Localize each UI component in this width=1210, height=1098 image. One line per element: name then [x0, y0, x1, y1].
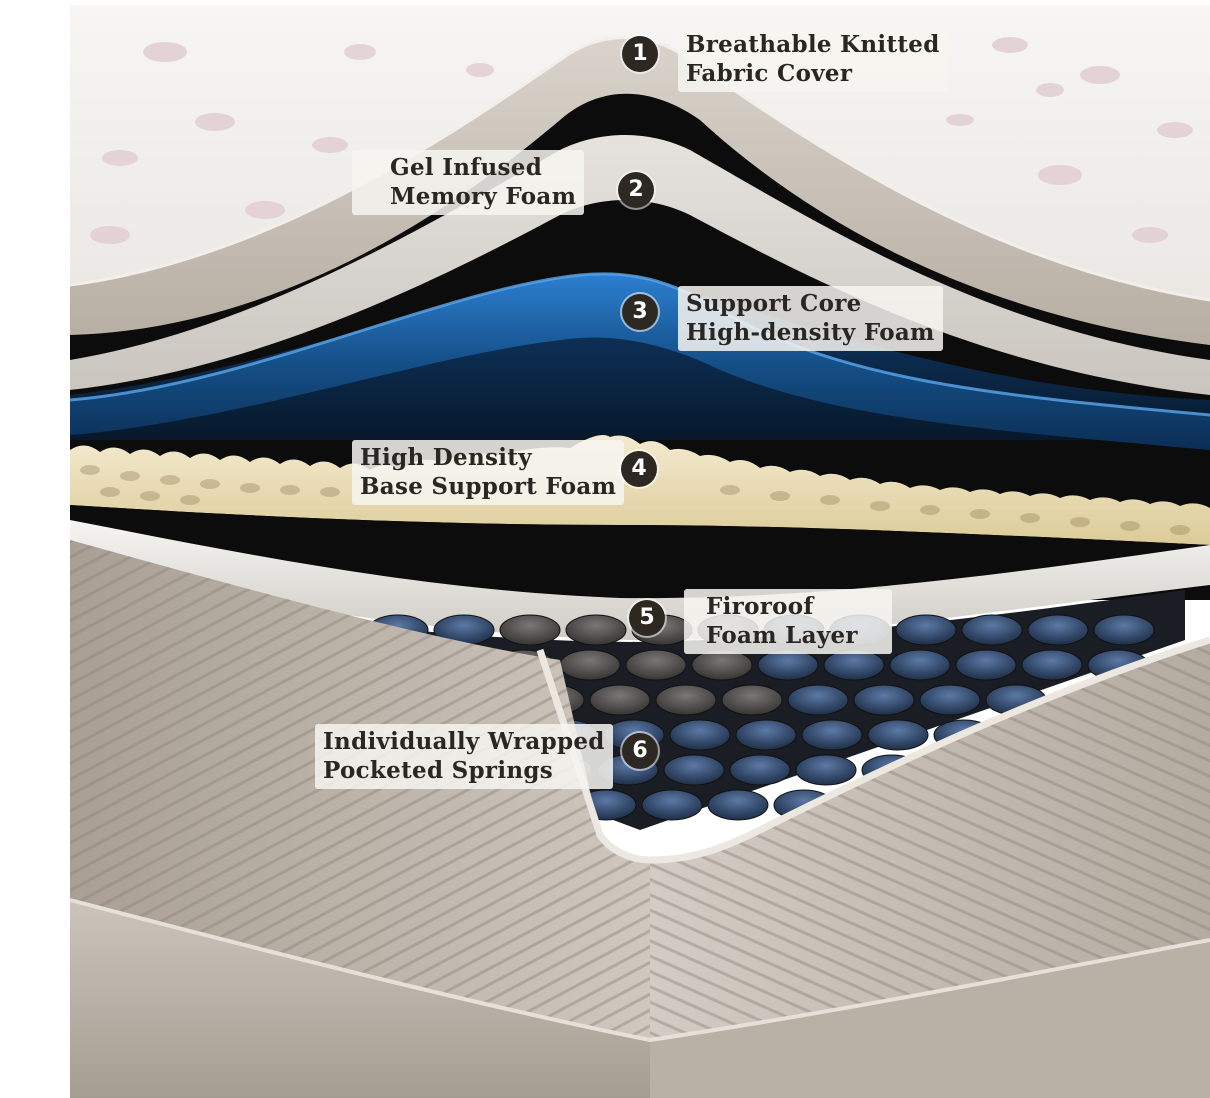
layer-1-label: Breathable Knitted Fabric Cover: [678, 27, 948, 92]
layer-3-label-line1: Support Core: [686, 290, 862, 317]
layer-3-support-core: [70, 273, 1210, 450]
spring-coil: [655, 684, 717, 716]
spring-coil: [565, 614, 627, 646]
mattress-piping-edge: [536, 636, 1210, 864]
layer-5-number-badge: 5: [629, 600, 665, 636]
layer-4-number-badge: 4: [621, 451, 657, 487]
spring-coil: [721, 684, 783, 716]
layer-4-label-line1: High Density: [360, 444, 532, 471]
spring-coil: [499, 614, 561, 646]
spring-coil: [801, 719, 863, 751]
spring-coil: [641, 789, 703, 821]
layer-3-label: Support Core High-density Foam: [678, 286, 943, 351]
layer-3-number-badge: 3: [622, 294, 658, 330]
layer-4-label-line2: Base Support Foam: [360, 473, 617, 500]
spring-coil: [669, 719, 731, 751]
spring-coil: [889, 649, 951, 681]
layer-5-foam-layer: [70, 520, 1210, 640]
layer-5-label: Firoroof Foam Layer: [684, 589, 892, 654]
layer-5-label-line2: Foam Layer: [706, 622, 858, 649]
layer-3-label-line2: High-density Foam: [686, 319, 935, 346]
layer-4-base-support-foam: [70, 435, 1210, 545]
spring-coil: [735, 719, 797, 751]
spring-coil: [961, 614, 1023, 646]
layer-2-number-badge: 2: [618, 172, 654, 208]
spring-coil: [625, 649, 687, 681]
layer-4-label: High Density Base Support Foam: [352, 440, 625, 505]
spring-coil: [919, 684, 981, 716]
spring-coil: [955, 649, 1017, 681]
spring-coil: [729, 754, 791, 786]
layer-1-knitted-cover: [70, 37, 1210, 345]
layer-1-label-line1: Breathable Knitted: [686, 31, 940, 58]
spring-coil: [867, 719, 929, 751]
spring-coil: [795, 754, 857, 786]
spring-coil: [559, 649, 621, 681]
layer-1-number-badge: 1: [622, 36, 658, 72]
layer-6-label-line1: Individually Wrapped: [323, 728, 605, 755]
layer-3-support-core-highlight: [69, 272, 1210, 417]
bed-base-right: [650, 940, 1210, 1098]
layer-6-label: Individually Wrapped Pocketed Springs: [315, 724, 613, 789]
spring-coil: [589, 684, 651, 716]
quilt-dimples: [90, 37, 1193, 244]
spring-coil: [1021, 649, 1083, 681]
spring-coil: [663, 754, 725, 786]
spring-coil: [853, 684, 915, 716]
spring-coil: [691, 649, 753, 681]
layer-2-label: Gel Infused Memory Foam: [352, 150, 585, 215]
bed-base-edge: [69, 898, 1210, 1043]
layer-4-egg-crate-bumps: [80, 465, 1190, 535]
layer-2-label-line1: Gel Infused: [390, 154, 543, 181]
spring-coil: [823, 649, 885, 681]
layer-5-label-line1: Firoroof: [706, 593, 814, 620]
layer-2-label-line2: Memory Foam: [390, 183, 577, 210]
layer-6-label-line2: Pocketed Springs: [323, 757, 554, 784]
bed-base-left: [70, 900, 650, 1098]
layer-1-label-line2: Fabric Cover: [686, 60, 853, 87]
spring-coil: [895, 614, 957, 646]
spring-coil: [787, 684, 849, 716]
layer-6-number-badge: 6: [622, 733, 658, 769]
spring-coil: [1093, 614, 1155, 646]
spring-coil: [707, 789, 769, 821]
spring-coil: [1027, 614, 1089, 646]
spring-coil: [757, 649, 819, 681]
